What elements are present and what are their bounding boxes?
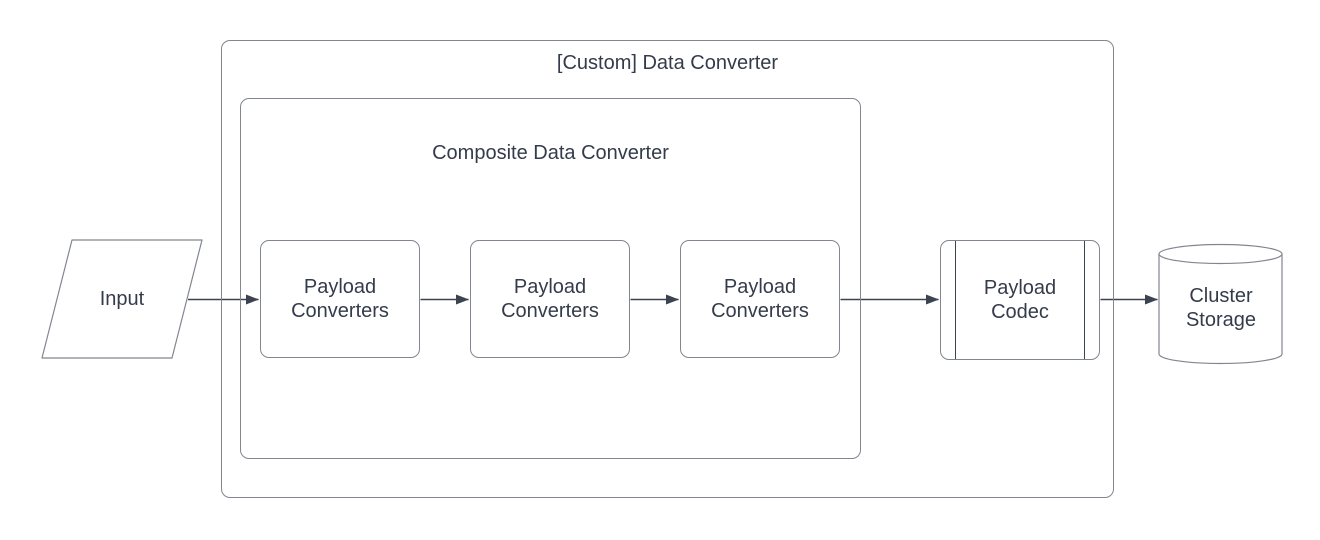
payload-converters-label-1: Payload Converters [291, 276, 389, 322]
input-parallelogram-shape [41, 239, 203, 359]
payload-converters-node-3: Payload Converters [680, 240, 840, 358]
codec-right-bar [1084, 241, 1085, 359]
composite-data-converter-title: Composite Data Converter [432, 142, 669, 164]
codec-left-bar [955, 241, 956, 359]
payload-converters-label-3: Payload Converters [711, 276, 809, 322]
input-node-label: Input [99, 288, 145, 310]
cluster-storage-cylinder-lid [1158, 253, 1283, 265]
payload-converters-label-2: Payload Converters [501, 276, 599, 322]
composite-data-converter-container [240, 98, 861, 459]
payload-converters-node-2: Payload Converters [470, 240, 630, 358]
cluster-storage-cylinder-shape [1158, 243, 1283, 365]
custom-data-converter-title: [Custom] Data Converter [556, 52, 779, 74]
payload-codec-node: Payload Codec [940, 240, 1100, 360]
custom-data-converter-container [221, 40, 1114, 498]
payload-converters-node-1: Payload Converters [260, 240, 420, 358]
payload-codec-label: Payload Codec [983, 277, 1057, 323]
cluster-storage-label: Cluster Storage [1185, 285, 1257, 331]
